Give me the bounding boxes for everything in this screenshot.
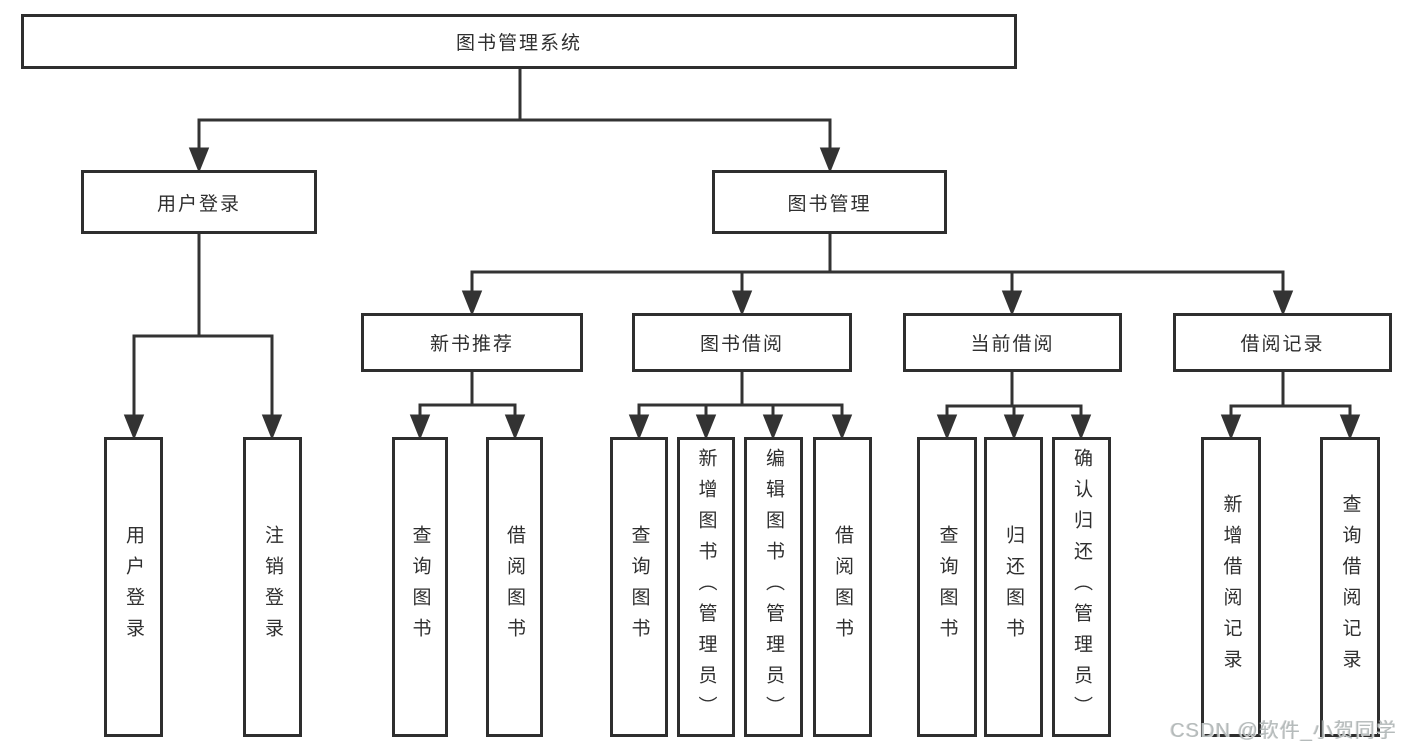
leaf-edit-book-admin-label: 编辑图书（管理员） [763,447,784,727]
leaf-query-books-borrowing: 查询图书 [610,437,668,737]
leaf-query-books-current-label: 查询图书 [936,525,958,649]
leaf-add-book-admin-label: 新增图书（管理员） [695,447,717,727]
leaf-query-books-current: 查询图书 [917,437,977,737]
leaf-add-book-admin: 新增图书（管理员） [677,437,735,737]
node-book-management: 图书管理 [712,170,947,234]
node-user-login: 用户登录 [81,170,317,234]
node-root: 图书管理系统 [21,14,1017,69]
leaf-query-books-borrowing-label: 查询图书 [628,525,650,649]
leaf-add-borrow-record: 新增借阅记录 [1201,437,1261,737]
node-book-borrowing: 图书借阅 [632,313,852,372]
node-borrowing-records-label: 借阅记录 [1240,334,1325,355]
leaf-confirm-return-admin: 确认归还（管理员） [1052,437,1111,737]
node-borrowing-records: 借阅记录 [1173,313,1392,372]
leaf-query-books-recommend-label: 查询图书 [409,525,431,649]
watermark: CSDN @软件_小贺同学 [1170,720,1397,742]
leaf-edit-book-admin: 编辑图书（管理员） [744,437,803,737]
leaf-borrow-books-recommend: 借阅图书 [486,437,543,737]
leaf-query-borrow-record-label: 查询借阅记录 [1339,494,1361,680]
leaf-logout: 注销登录 [243,437,302,737]
node-new-book-recommend: 新书推荐 [361,313,583,372]
node-current-borrowing-label: 当前借阅 [970,334,1055,355]
leaf-user-login: 用户登录 [104,437,163,737]
node-user-login-label: 用户登录 [156,193,241,215]
leaf-logout-label: 注销登录 [262,525,283,649]
leaf-add-borrow-record-label: 新增借阅记录 [1220,494,1242,680]
node-root-label: 图书管理系统 [455,33,582,54]
leaf-user-login-label: 用户登录 [123,525,144,649]
leaf-borrow-books-borrowing: 借阅图书 [813,437,872,737]
node-current-borrowing: 当前借阅 [903,313,1122,372]
leaf-confirm-return-admin-label: 确认归还（管理员） [1071,447,1092,727]
leaf-return-book-label: 归还图书 [1003,525,1024,649]
leaf-borrow-books-borrowing-label: 借阅图书 [832,525,853,649]
node-new-book-recommend-label: 新书推荐 [429,334,514,355]
leaf-query-borrow-record: 查询借阅记录 [1320,437,1380,737]
leaf-query-books-recommend: 查询图书 [392,437,448,737]
node-book-management-label: 图书管理 [787,193,872,215]
node-book-borrowing-label: 图书借阅 [699,334,784,355]
leaf-return-book: 归还图书 [984,437,1043,737]
leaf-borrow-books-recommend-label: 借阅图书 [504,525,525,649]
